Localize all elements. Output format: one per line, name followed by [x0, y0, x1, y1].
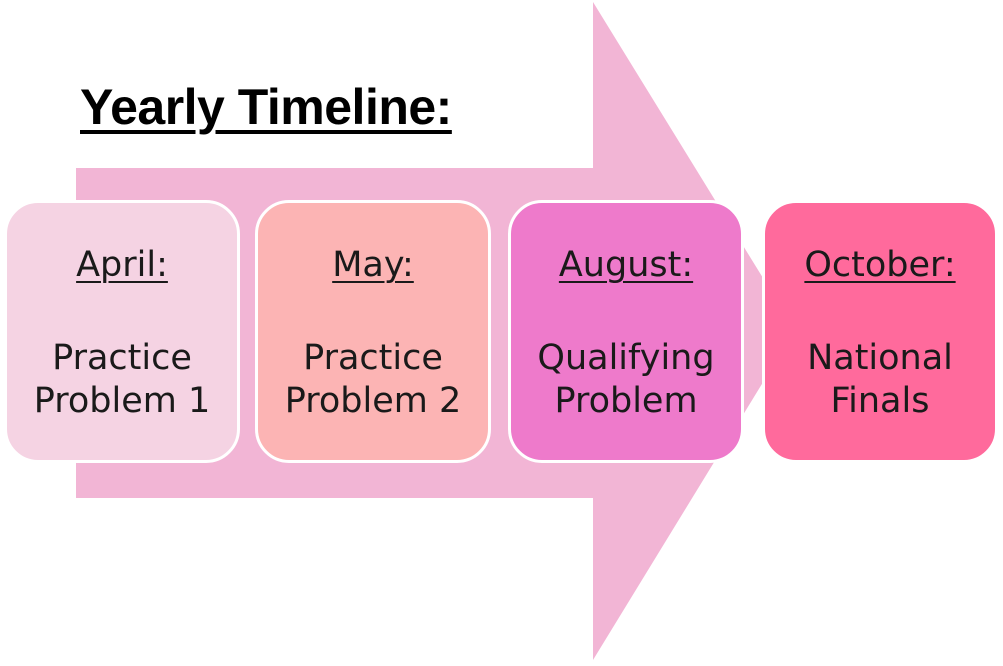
stage-month: October: — [804, 245, 956, 285]
stage-event-line: National — [807, 338, 953, 378]
stage-month: May: — [332, 245, 414, 285]
stage-month: August: — [558, 245, 694, 285]
diagram-title: Yearly Timeline: — [80, 79, 452, 135]
stage-event-line: Problem 2 — [284, 381, 462, 421]
stage-event-line: Problem — [554, 381, 698, 421]
stage-event: Qualifying Problem — [511, 337, 741, 423]
stage-event: Practice Problem 2 — [258, 337, 488, 423]
stage-box-august: August: Qualifying Problem — [508, 200, 744, 463]
stage-event-line: Qualifying — [537, 338, 715, 378]
stage-event-line: Problem 1 — [33, 381, 211, 421]
stage-event-line: Practice — [52, 338, 192, 378]
stage-box-october: October: National Finals — [762, 200, 998, 463]
stage-box-april: April: Practice Problem 1 — [4, 200, 240, 463]
stage-event: National Finals — [765, 337, 995, 423]
stage-event-line: Practice — [303, 338, 443, 378]
stage-month: April: — [76, 245, 168, 285]
stage-event: Practice Problem 1 — [7, 337, 237, 423]
stage-box-may: May: Practice Problem 2 — [255, 200, 491, 463]
stage-event-line: Finals — [830, 381, 930, 421]
